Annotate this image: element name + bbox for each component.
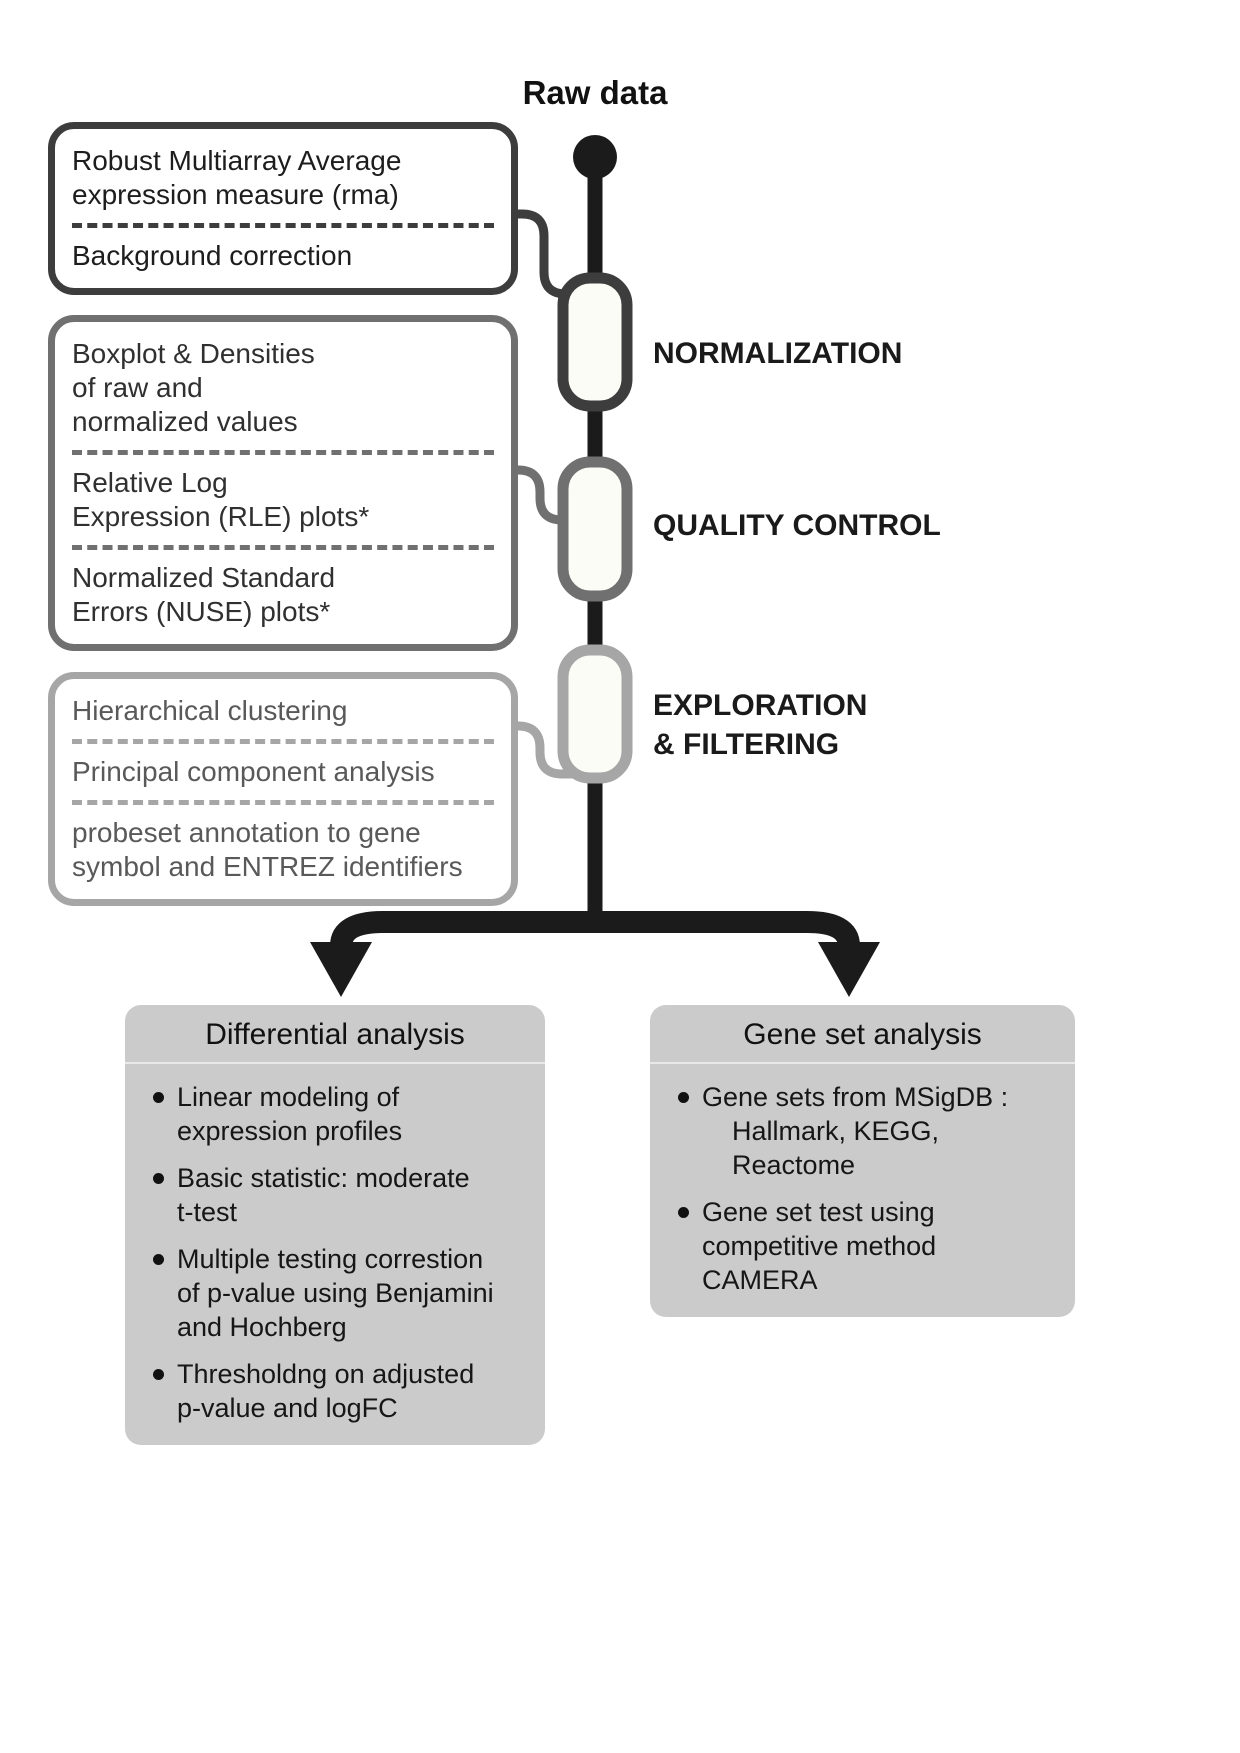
differential-analysis-box: Differential analysis Linear modeling of… <box>125 1005 545 1445</box>
raw-data-dot <box>573 135 617 179</box>
step-text: probeset annotation to gene symbol and E… <box>72 817 463 882</box>
connector-quality-control <box>512 465 574 525</box>
bullet-text: Multiple testing correstion of p-value u… <box>177 1244 494 1342</box>
step-text: Boxplot & Densities of raw and normalize… <box>72 338 315 437</box>
quality-control-steps-box: Boxplot & Densities of raw and normalize… <box>48 315 518 651</box>
bullet-icon <box>678 1092 689 1103</box>
list-item: Basic statistic: moderate t-test <box>153 1161 527 1229</box>
step-text: Hierarchical clustering <box>72 695 348 726</box>
bullet-icon <box>678 1207 689 1218</box>
step-text: Principal component analysis <box>72 756 435 787</box>
bullet-icon <box>153 1254 164 1265</box>
bullet-icon <box>153 1369 164 1380</box>
bullet-list: Linear modeling of expression profiles B… <box>125 1064 545 1445</box>
raw-data-label: Raw data <box>522 74 668 111</box>
analysis-title: Gene set analysis <box>650 1005 1075 1064</box>
list-item: Linear modeling of expression profiles <box>153 1080 527 1148</box>
dashed-divider <box>72 223 494 228</box>
connector-exploration <box>512 721 574 779</box>
branch-split <box>330 911 860 957</box>
connector-normalization <box>512 209 574 299</box>
list-item: Gene set test using competitive method C… <box>678 1195 1057 1297</box>
step-text: Robust Multiarray Average expression mea… <box>72 145 402 210</box>
step-text: Normalized Standard Errors (NUSE) plots* <box>72 562 336 627</box>
bullet-text: Basic statistic: moderate t-test <box>177 1163 470 1227</box>
list-item: Gene sets from MSigDB : Hallmark, KEGG, … <box>678 1080 1057 1182</box>
node-normalization <box>557 272 633 412</box>
dashed-divider <box>72 450 494 455</box>
stage-label-normalization: NORMALIZATION <box>653 337 903 370</box>
stage-label-exploration-filtering: EXPLORATION & FILTERING <box>653 689 868 761</box>
dashed-divider <box>72 545 494 550</box>
list-item: Multiple testing correstion of p-value u… <box>153 1242 527 1344</box>
gene-set-analysis-box: Gene set analysis Gene sets from MSigDB … <box>650 1005 1075 1317</box>
exploration-steps-box: Hierarchical clustering Principal compon… <box>48 672 518 906</box>
list-item: Thresholdng on adjusted p-value and logF… <box>153 1357 527 1425</box>
dashed-divider <box>72 800 494 805</box>
arrow-down-left-icon <box>310 942 372 997</box>
step-text: Relative Log Expression (RLE) plots* <box>72 467 370 532</box>
bullet-text: Gene set test using competitive method C… <box>702 1197 937 1295</box>
node-quality-control <box>557 456 633 602</box>
step-text: Background correction <box>72 240 353 271</box>
arrow-down-right-icon <box>818 942 880 997</box>
node-exploration <box>557 644 633 784</box>
stage-label-quality-control: QUALITY CONTROL <box>653 509 941 542</box>
normalization-steps-box: Robust Multiarray Average expression mea… <box>48 122 518 295</box>
analysis-title: Differential analysis <box>125 1005 545 1064</box>
bullet-text: Linear modeling of expression profiles <box>177 1082 403 1146</box>
bullet-icon <box>153 1173 164 1184</box>
bullet-list: Gene sets from MSigDB : Hallmark, KEGG, … <box>650 1064 1075 1317</box>
dashed-divider <box>72 739 494 744</box>
bullet-text: Gene sets from MSigDB : Hallmark, KEGG, … <box>702 1082 1009 1180</box>
bullet-icon <box>153 1092 164 1103</box>
bullet-text: Thresholdng on adjusted p-value and logF… <box>177 1359 475 1423</box>
